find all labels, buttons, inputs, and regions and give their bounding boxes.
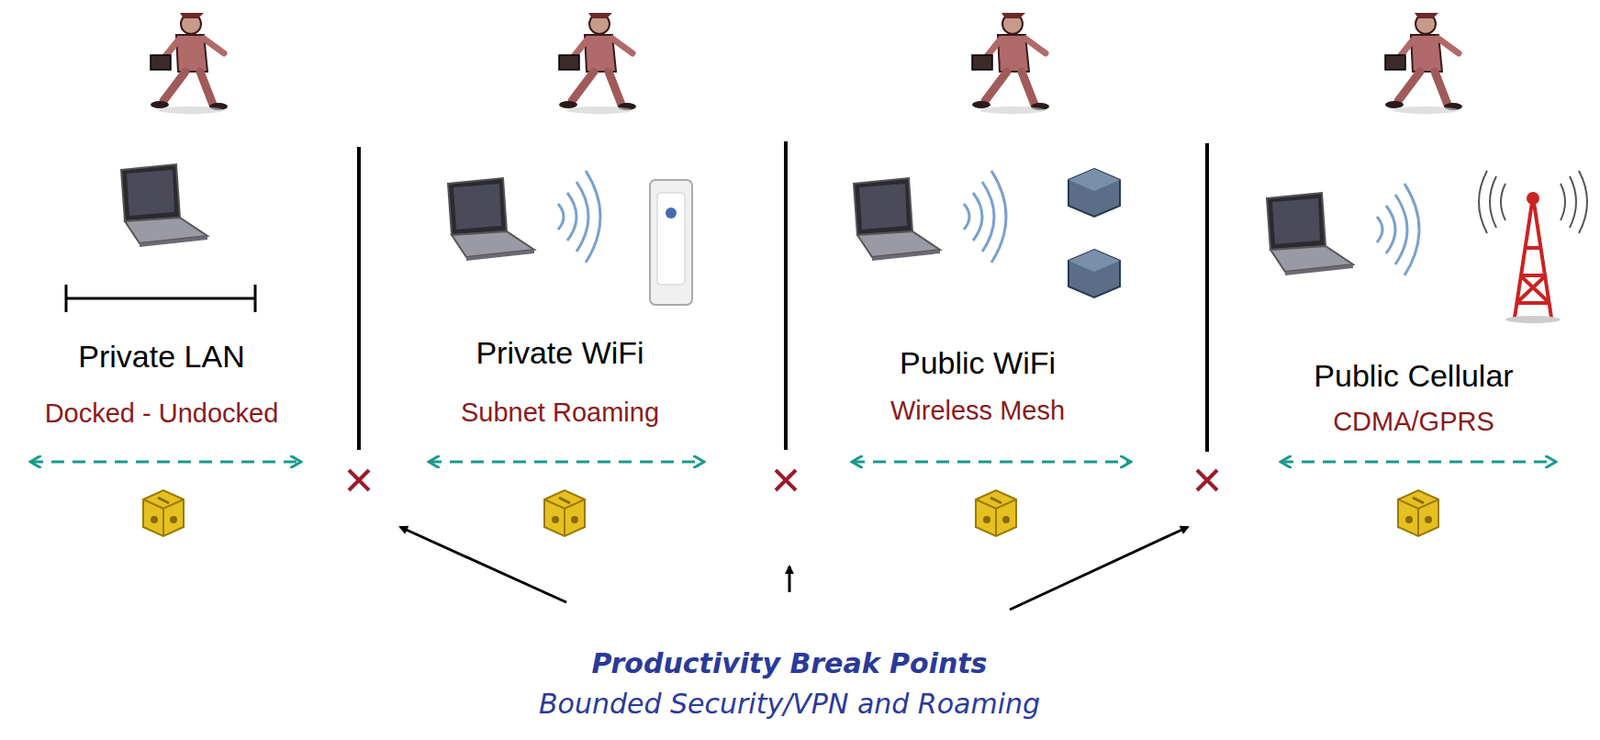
network-mode: Docked - Undocked xyxy=(44,398,280,429)
network-name: Private WiFi xyxy=(475,335,644,371)
network-name: Public WiFi xyxy=(899,345,1056,381)
break-points-title: Productivity Break Points xyxy=(592,647,988,680)
network-name: Public Cellular xyxy=(1313,358,1513,394)
network-mode: Wireless Mesh xyxy=(890,395,1065,426)
break-points-note: Bounded Security/VPN and Roaming xyxy=(538,687,1041,720)
network-mode: CDMA/GPRS xyxy=(1332,406,1495,437)
network-mode: Subnet Roaming xyxy=(460,397,660,428)
network-name: Private LAN xyxy=(78,338,245,375)
